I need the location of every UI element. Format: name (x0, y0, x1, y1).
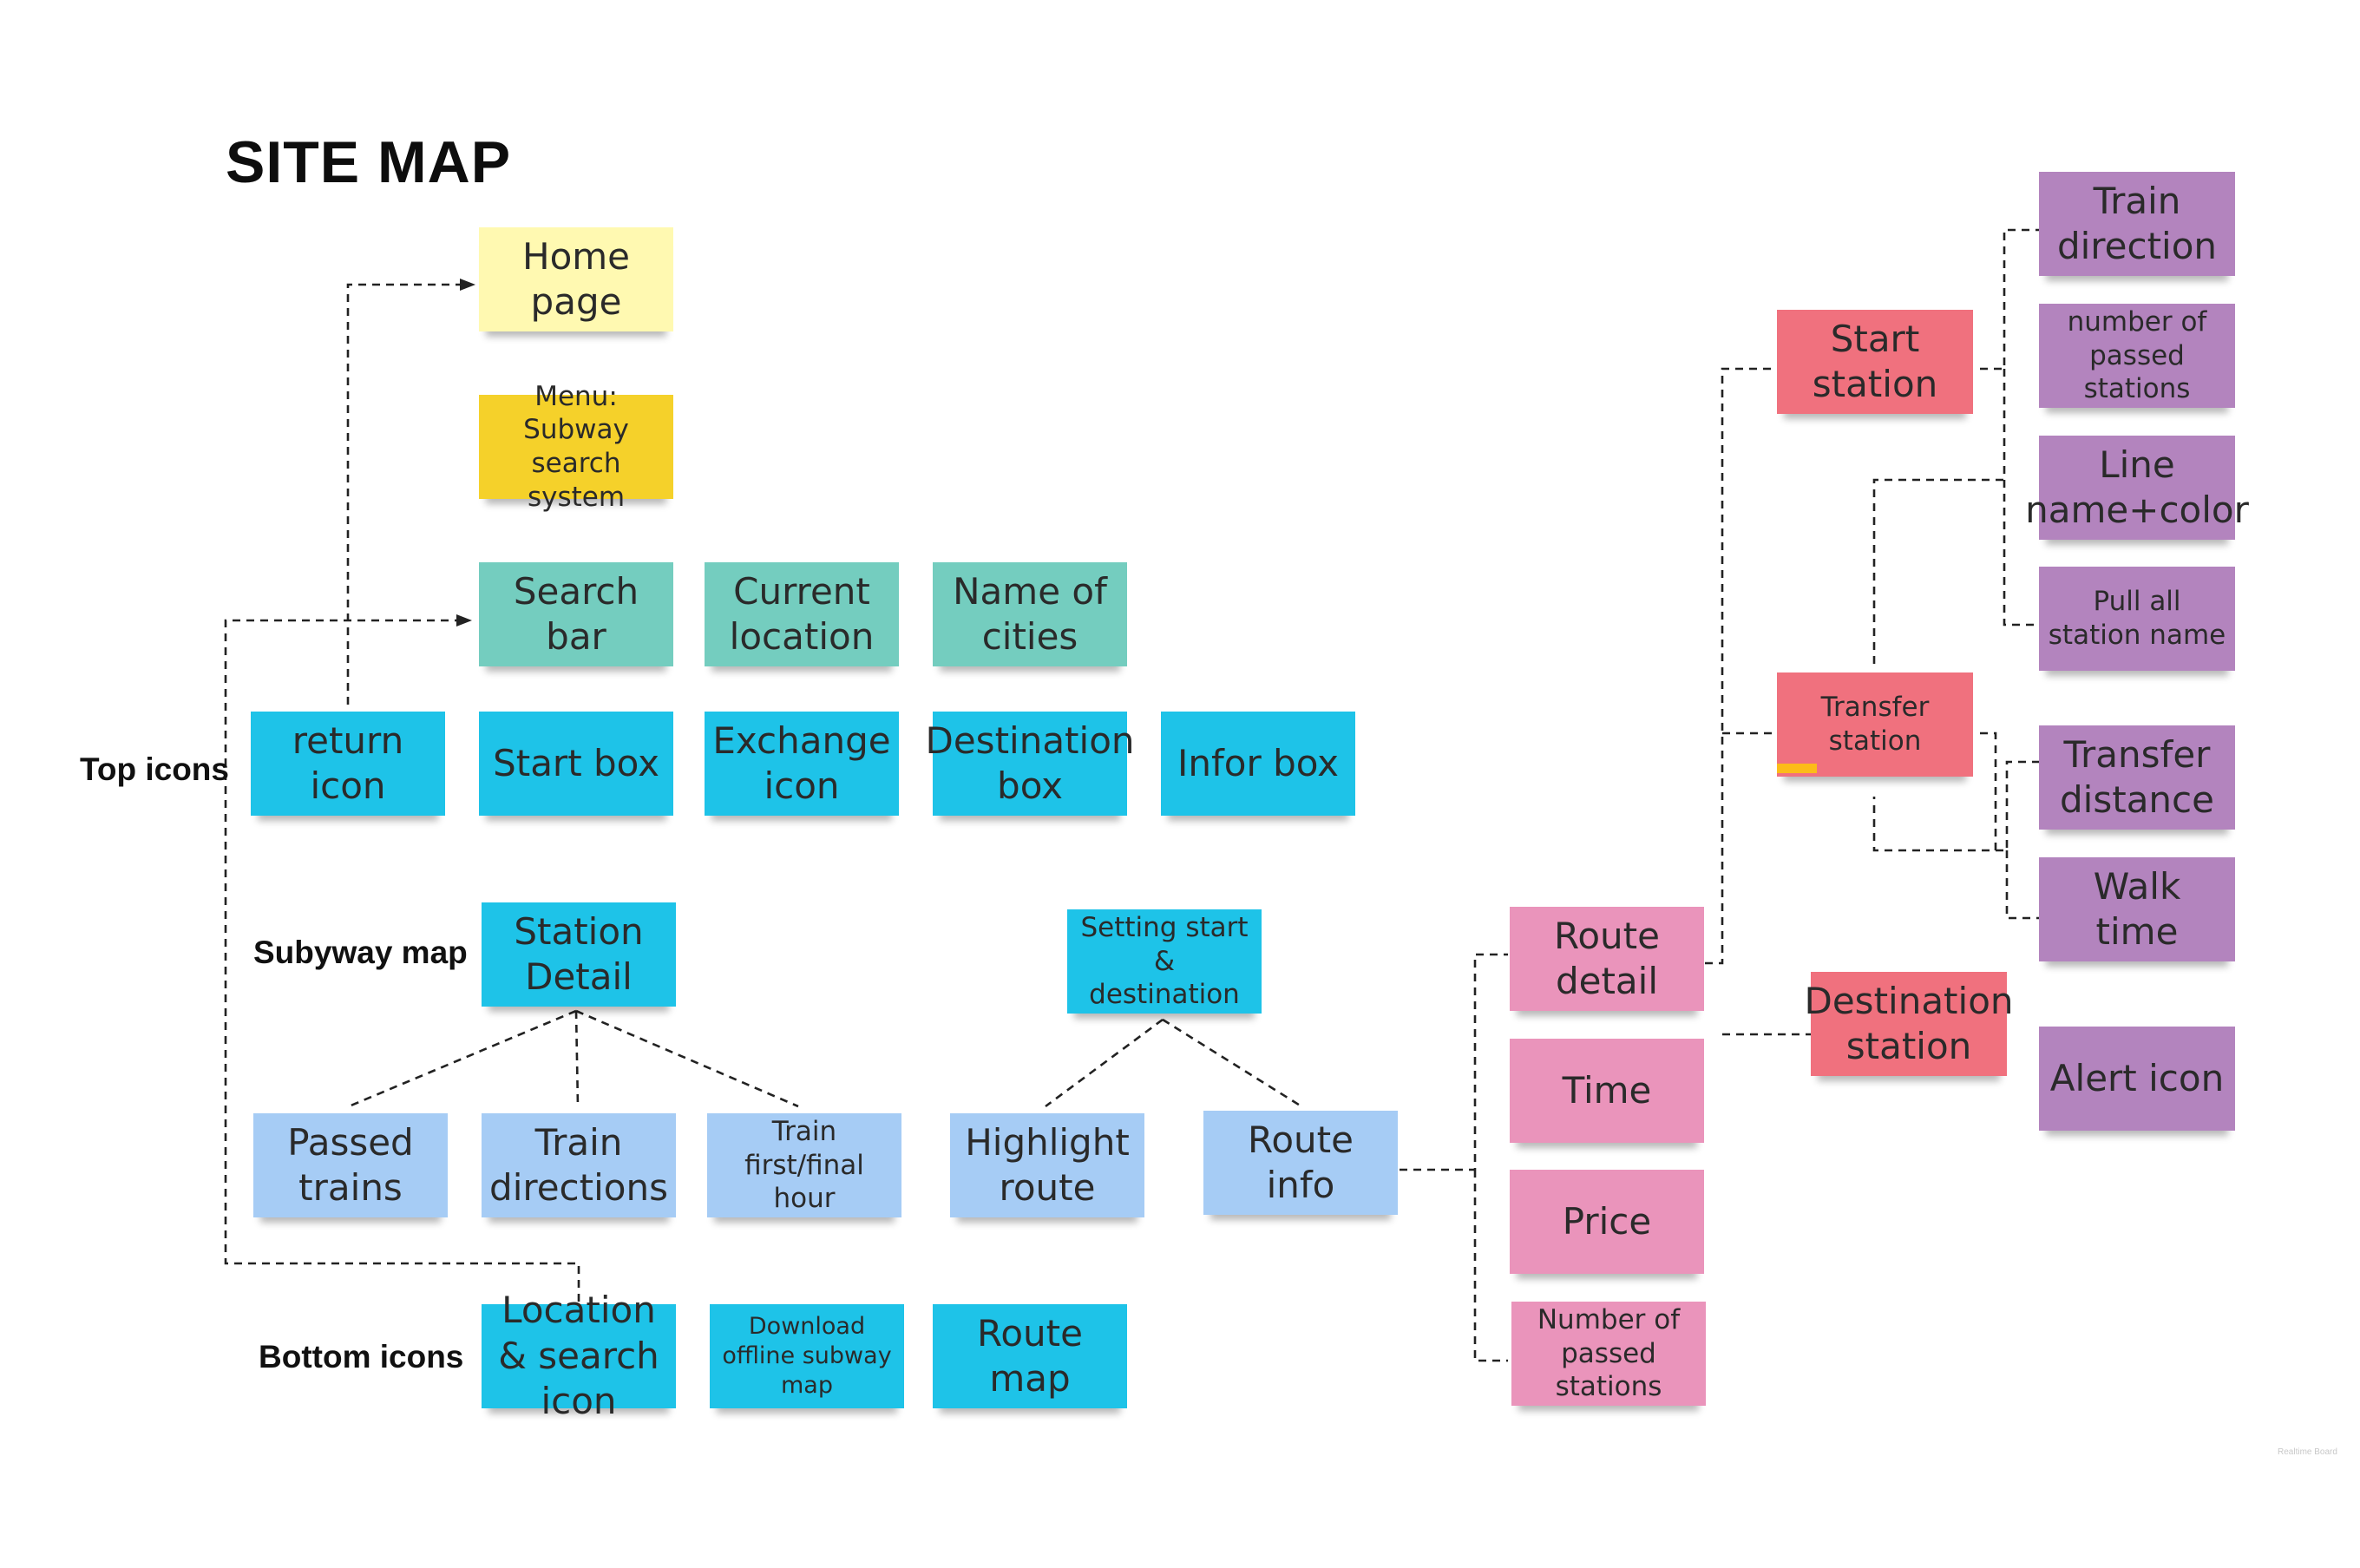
note-line-name-color[interactable]: Line name+color (2025, 436, 2249, 540)
note-location-search-icon[interactable]: Location & search icon (482, 1289, 676, 1422)
connector-location-to-search (224, 619, 580, 1302)
note-station-detail[interactable]: Station Detail (482, 902, 676, 1007)
site-map-title: SITE MAP (226, 129, 512, 195)
note-number-of-passed-stations[interactable]: Number of passed stations (1511, 1302, 1706, 1406)
note-destination-station[interactable]: Destination station (1805, 972, 2014, 1076)
note-infor-box[interactable]: Infor box (1161, 712, 1355, 816)
label-bottom-icons: Bottom icons (259, 1339, 464, 1374)
note-walk-time[interactable]: Walk time (2039, 857, 2235, 961)
note-price[interactable]: Price (1510, 1170, 1704, 1274)
note-route-detail[interactable]: Route detail (1510, 907, 1704, 1011)
note-pull-all-station-name[interactable]: Pull all station name (2039, 567, 2235, 671)
note-train-direction[interactable]: Train direction (2039, 172, 2235, 276)
note-train-first-final-hour[interactable]: Train first/final hour (707, 1113, 901, 1217)
note-home-page[interactable]: Home page (479, 227, 673, 331)
note-start-box[interactable]: Start box (479, 712, 673, 816)
connector-routedetail-to-stations (1705, 367, 1811, 1036)
note-name-of-cities[interactable]: Name of cities (933, 562, 1127, 666)
note-transfer-station[interactable]: Transfer station (1777, 672, 1973, 777)
tag-marker (1777, 764, 1817, 773)
note-highlight-route[interactable]: Highlight route (950, 1113, 1144, 1217)
arrow-to-home-page (460, 279, 475, 291)
arrow-to-search-bar (456, 614, 472, 627)
connector-station-to-firstfinal (575, 1009, 799, 1108)
note-route-map[interactable]: Route map (933, 1304, 1127, 1408)
label-subway-map: Subyway map (253, 935, 468, 970)
connector-setting-to-highlight (1045, 1018, 1164, 1108)
note-transfer-distance[interactable]: Transfer distance (2039, 725, 2235, 830)
connector-setting-to-routeinfo (1162, 1018, 1302, 1108)
note-route-info[interactable]: Route info (1203, 1111, 1398, 1215)
connector-station-to-directions (574, 1010, 580, 1107)
connector-return-to-home (346, 283, 462, 705)
note-destination-box[interactable]: Destination box (926, 712, 1135, 816)
note-start-station[interactable]: Start station (1777, 310, 1973, 414)
note-number-of-passed-stations-small[interactable]: number of passed stations (2039, 304, 2235, 408)
note-exchange-icon[interactable]: Exchange icon (705, 712, 899, 816)
note-return-icon[interactable]: return icon (251, 712, 445, 816)
connector-routeinfo-to-pink (1400, 953, 1508, 1362)
connector-start-to-purple (1980, 228, 2039, 627)
note-setting-start-destination[interactable]: Setting start & destination (1067, 909, 1262, 1014)
note-search-bar[interactable]: Search bar (479, 562, 673, 666)
connector-station-to-passed (348, 1009, 577, 1108)
note-train-directions[interactable]: Train directions (482, 1113, 676, 1217)
watermark-logo: Realtime Board (2278, 1447, 2337, 1457)
connector-transfer-up (1872, 478, 2007, 664)
note-time[interactable]: Time (1510, 1039, 1704, 1143)
label-top-icons: Top icons (80, 751, 229, 787)
note-passed-trains[interactable]: Passed trains (253, 1113, 448, 1217)
note-download-offline-map[interactable]: Download offline subway map (710, 1304, 904, 1408)
note-alert-icon[interactable]: Alert icon (2039, 1027, 2235, 1131)
note-menu[interactable]: Menu: Subway search system (479, 381, 673, 513)
connector-transfer-purple (1996, 760, 2039, 920)
note-current-location[interactable]: Current location (705, 562, 899, 666)
